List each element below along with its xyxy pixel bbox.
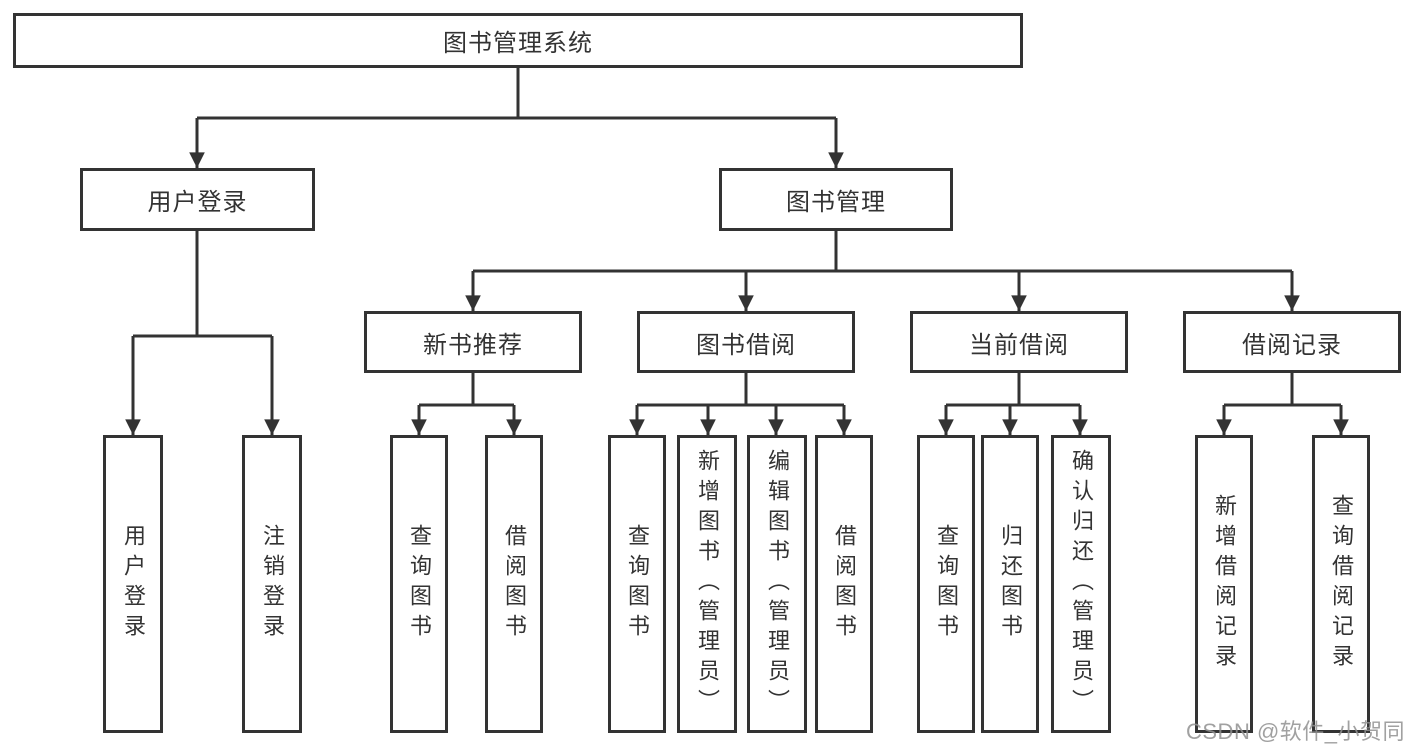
node-label: 用户登录	[121, 524, 146, 644]
node-label: 查询借阅记录	[1329, 494, 1354, 674]
node-label: 归还图书	[998, 524, 1023, 644]
node-label: 用户登录	[147, 189, 248, 216]
node-label: 新增借阅记录	[1212, 494, 1237, 674]
node-label: 借阅记录	[1242, 331, 1342, 359]
csdn-watermark: CSDN @软件_小贺同学	[1186, 719, 1405, 744]
node-current-borrowing: 当前借阅	[910, 311, 1128, 373]
leaf-records-add-record: 新增借阅记录	[1195, 435, 1253, 733]
node-label: 确认归还（管理员）	[1069, 449, 1094, 719]
node-label: 注销登录	[260, 524, 285, 644]
node-label: 查询图书	[625, 524, 650, 644]
connector-arrows	[125, 118, 1349, 435]
node-label: 借阅图书	[502, 524, 527, 644]
leaf-records-query-record: 查询借阅记录	[1312, 435, 1370, 733]
leaf-user-login: 用户登录	[103, 435, 163, 733]
leaf-borrow-query-books: 查询图书	[608, 435, 666, 733]
node-new-book-recommend: 新书推荐	[364, 311, 582, 373]
node-label: 查询图书	[934, 524, 959, 644]
node-label: 新增图书（管理员）	[695, 449, 720, 719]
leaf-current-confirm-return-admin: 确认归还（管理员）	[1051, 435, 1111, 733]
node-label: 当前借阅	[969, 331, 1069, 359]
node-label: 图书借阅	[696, 331, 796, 359]
node-label: 编辑图书（管理员）	[765, 449, 790, 719]
node-user-login: 用户登录	[80, 168, 315, 231]
node-book-management: 图书管理	[719, 168, 953, 231]
leaf-borrow-add-books-admin: 新增图书（管理员）	[677, 435, 737, 733]
node-borrowing-records: 借阅记录	[1183, 311, 1401, 373]
leaf-current-query-books: 查询图书	[917, 435, 975, 733]
connector-trunks	[133, 68, 1341, 407]
leaf-borrow-borrow-books: 借阅图书	[815, 435, 873, 733]
leaf-borrow-edit-books-admin: 编辑图书（管理员）	[747, 435, 807, 733]
node-label: 新书推荐	[423, 331, 523, 359]
node-label: 图书管理系统	[443, 30, 593, 57]
node-label: 借阅图书	[832, 524, 857, 644]
leaf-logout: 注销登录	[242, 435, 302, 733]
leaf-rec-borrow-books: 借阅图书	[485, 435, 543, 733]
node-label: 查询图书	[407, 524, 432, 644]
node-library-management-system: 图书管理系统	[13, 13, 1023, 68]
node-book-borrowing: 图书借阅	[637, 311, 855, 373]
leaf-rec-query-books: 查询图书	[390, 435, 448, 733]
node-label: 图书管理	[786, 189, 886, 216]
leaf-current-return-books: 归还图书	[981, 435, 1039, 733]
